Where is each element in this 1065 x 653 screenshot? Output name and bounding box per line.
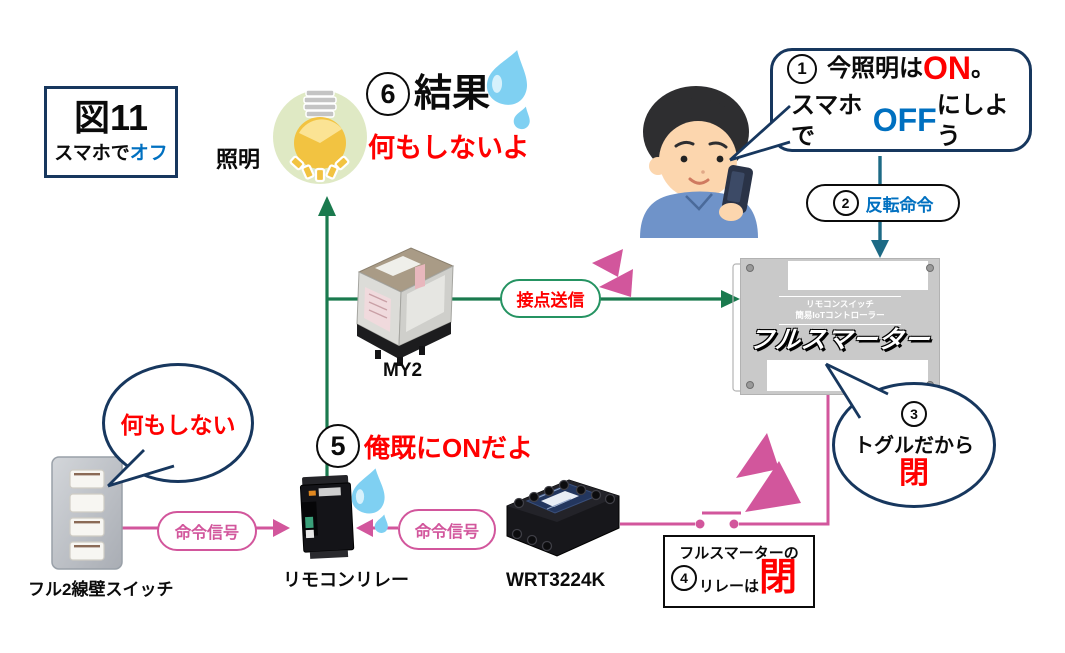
controller-logo: フルスマーター — [747, 326, 932, 354]
pink-arrow-into-relay-right — [356, 519, 373, 537]
step-number-3: 3 — [901, 401, 927, 427]
result-heading: 6 結果 — [366, 72, 490, 116]
already-on-heading: 5 俺既にONだよ — [316, 424, 533, 468]
sweat-drops-relay-icon — [351, 468, 388, 533]
remote-relay-icon — [299, 474, 355, 559]
invert-command-pill: 2 反転命令 — [806, 184, 960, 222]
toggle-result-bubble: 3 トグルだから 閉 — [832, 382, 996, 508]
person-with-phone-icon — [640, 86, 758, 238]
light-bulb-icon — [273, 89, 367, 184]
pink-arrow-into-relay-left — [273, 519, 290, 537]
my2-relay-icon — [356, 247, 455, 366]
figure-number: 図11 — [73, 96, 149, 138]
green-arrow-up-to-light — [318, 196, 336, 216]
toggle-bubble-tail — [824, 362, 889, 419]
screw-icon — [746, 264, 754, 272]
step-number-2: 2 — [832, 190, 859, 216]
wall-switch-label: フル2線壁スイッチ — [28, 580, 174, 599]
closed-contact-symbol — [695, 519, 739, 529]
nothing-bubble-tail — [107, 449, 175, 488]
step-number-6: 6 — [366, 72, 410, 116]
controller-top-band — [788, 261, 928, 290]
my2-label: MY2 — [383, 360, 423, 381]
wrt3224k-relay-icon — [506, 479, 620, 557]
step-number-5: 5 — [316, 424, 360, 468]
lighting-label: 照明 — [216, 147, 261, 172]
sweat-drops-top-icon — [486, 50, 530, 130]
command-signal-pill-right: 命令信号 — [398, 509, 496, 550]
contact-send-pill: 接点送信 — [500, 279, 601, 318]
command-signal-pill-left: 命令信号 — [157, 511, 257, 551]
relay-state-box: フルスマーターの 4 リレーは 閉 — [663, 535, 815, 608]
controller-subtitle: リモコンスイッチ 簡易IoTコントローラー — [779, 296, 901, 325]
step-number-4: 4 — [671, 565, 697, 591]
nothing-happens-bubble: 何もしない — [102, 363, 254, 483]
result-message: 何もしないよ — [368, 133, 530, 163]
screw-icon — [926, 264, 934, 272]
wall-switch-icon — [51, 456, 123, 570]
step-number-1: 1 — [787, 53, 817, 84]
signal-wedges-small — [592, 249, 633, 297]
user-bubble-tail — [729, 104, 791, 162]
screw-icon — [746, 381, 754, 389]
green-arrow-right-to-controller — [721, 290, 740, 308]
figure-subtitle: スマホでオフ — [54, 143, 168, 165]
figure-title-box: 図11 スマホでオフ — [44, 86, 178, 178]
wrt3224k-label: WRT3224K — [506, 570, 606, 591]
signal-wedges-large — [736, 433, 801, 512]
remote-relay-label: リモコンリレー — [283, 570, 409, 590]
